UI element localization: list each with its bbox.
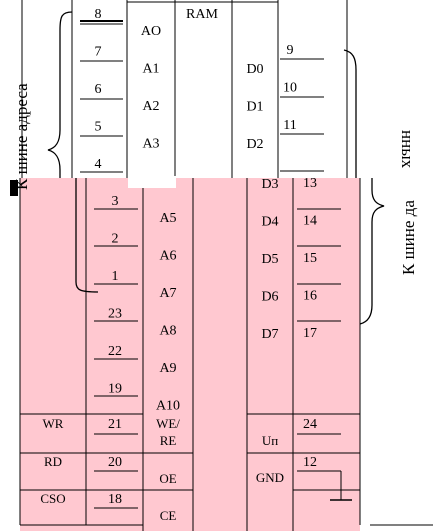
address-pin-number: 3 (112, 194, 119, 209)
address-brace-upper (47, 11, 73, 178)
power-pin-name: Uп (262, 433, 278, 448)
control-pin-number: 21 (108, 417, 122, 432)
control-pin-name: OE (159, 471, 176, 486)
address-brace-lower (75, 178, 99, 293)
address-pin-name: A5 (159, 211, 176, 226)
data-pin-name: D2 (246, 137, 263, 152)
lower-section (19, 178, 433, 531)
control-signal-label: WR (43, 416, 64, 431)
data-pin-number: 14 (303, 214, 317, 229)
data-pin-number: 10 (283, 81, 297, 96)
address-pin-name: A8 (159, 324, 176, 339)
data-pin-name: D6 (261, 290, 278, 305)
address-pin-number: 2 (112, 232, 119, 247)
address-pin-number: 23 (108, 307, 122, 322)
address-pin-name: A2 (142, 99, 159, 114)
upper-section (21, 0, 348, 178)
address-pin-name: A9 (159, 361, 176, 376)
address-pin-number: 22 (108, 344, 122, 359)
data-pin-number: 15 (303, 251, 317, 266)
power-pin-number: 12 (303, 455, 317, 470)
data-pin-name: D1 (246, 100, 263, 115)
data-pin-name: D0 (246, 62, 263, 77)
address-pin-number: 6 (95, 82, 102, 97)
address-pin-number: 4 (95, 157, 102, 172)
address-pin-name: A6 (159, 249, 176, 264)
data-brace-lower (359, 178, 385, 325)
power-pin-name: GND (256, 470, 284, 485)
data-brace-upper (343, 49, 357, 178)
address-bus-label: К шине адреса (12, 83, 31, 190)
address-pin-number: 8 (95, 7, 102, 22)
address-pin-name: A3 (142, 137, 159, 152)
address-pin-name: AO (141, 24, 161, 39)
data-pin-number: 9 (287, 43, 294, 58)
data-pin-number: 17 (303, 326, 317, 341)
address-pin-name: A7 (159, 286, 176, 301)
control-pin-number: 18 (108, 492, 122, 507)
chip-title: RAM (186, 7, 218, 22)
control-signal-label: CSO (40, 491, 65, 506)
power-pin-number: 24 (303, 417, 317, 432)
data-pin-number: 16 (303, 289, 317, 304)
control-pin-name: WE/ (156, 416, 180, 431)
control-pin-number: 20 (108, 455, 122, 470)
address-pin-number: 5 (95, 120, 102, 135)
address-pin-number: 19 (108, 382, 122, 397)
address-pin-number: 1 (112, 269, 119, 284)
data-pin-number: 11 (283, 118, 296, 133)
lower-highlight-block (20, 178, 360, 531)
control-pin-name: RE (160, 433, 177, 448)
seam-fringe (10, 176, 176, 196)
data-bus-label-upper: нных (398, 130, 417, 169)
address-pin-name: A10 (156, 399, 180, 414)
data-bus-label-lower: К шине да (399, 200, 418, 275)
data-pin-name: D3 (261, 177, 278, 192)
data-pin-name: D4 (261, 215, 278, 230)
data-pin-number: 13 (303, 176, 317, 191)
data-pin-name: D5 (261, 252, 278, 267)
control-pin-name: CE (160, 508, 177, 523)
address-pin-number: 7 (95, 45, 102, 60)
address-pin-name: A1 (142, 62, 159, 77)
data-pin-name: D7 (261, 327, 278, 342)
control-signal-label: RD (44, 454, 62, 469)
